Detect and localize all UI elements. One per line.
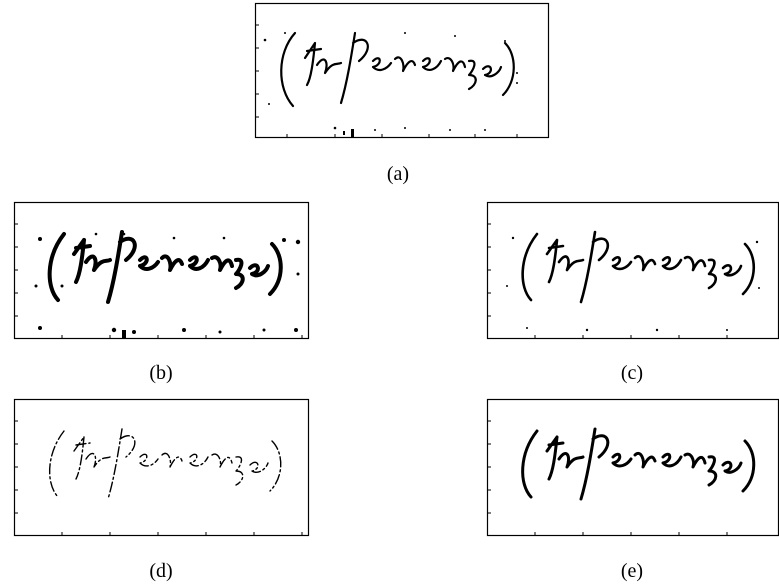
handwriting-strokes bbox=[47, 230, 283, 304]
handwriting-strokes bbox=[521, 427, 756, 501]
caption-c: (c) bbox=[620, 362, 644, 384]
noise-dots bbox=[34, 232, 301, 338]
panel-a bbox=[254, 2, 550, 139]
noise-dots bbox=[263, 32, 518, 137]
caption-d: (d) bbox=[149, 560, 173, 582]
caption-e: (e) bbox=[620, 560, 644, 582]
panel-e bbox=[486, 398, 779, 537]
handwriting-image-a bbox=[254, 2, 550, 139]
handwriting-image-d bbox=[13, 398, 310, 537]
panel-b bbox=[13, 201, 310, 340]
handwriting-image-e bbox=[486, 398, 779, 537]
caption-a: (a) bbox=[386, 163, 410, 185]
handwriting-strokes bbox=[280, 31, 515, 108]
handwriting-strokes bbox=[48, 428, 282, 500]
panel-c bbox=[486, 201, 779, 340]
handwriting-image-b bbox=[13, 201, 310, 340]
noise-dots bbox=[506, 236, 760, 332]
panel-d bbox=[13, 398, 310, 537]
handwriting-strokes bbox=[521, 230, 756, 304]
caption-b: (b) bbox=[149, 362, 173, 384]
handwriting-image-c bbox=[486, 201, 779, 340]
